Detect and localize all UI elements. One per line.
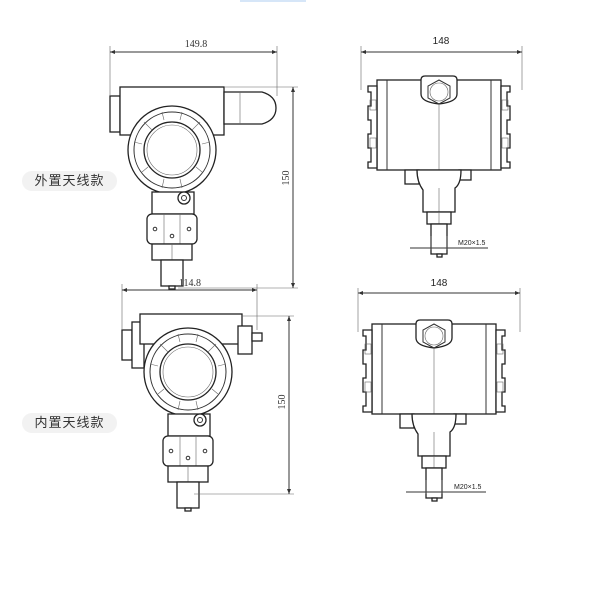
dim-text-width: 149.8 [185,39,208,50]
dim-text-side-width: 148 [433,36,450,47]
variant-label-external: 外置天线款 [22,171,117,191]
thread-spec: M20×1.5 [454,484,482,491]
dimension-width-external: 149.8 [109,39,278,96]
top-accent-bar [240,0,306,2]
front-view-external-antenna [109,86,277,290]
variant-label-internal: 内置天线款 [22,413,117,433]
front-view-internal-antenna [121,313,263,512]
stub [251,332,263,342]
dimension-width-internal: 114.8 [121,278,258,330]
dim-text-side-width: 148 [431,278,448,289]
dim-text-height: 150 [281,171,292,186]
side-view-internal: 148 M20×1.5 [357,278,521,502]
dim-text-height: 150 [277,395,288,410]
dimension-height-internal: 150 [194,315,294,495]
side-view-external: 148 M20×1.5 [360,36,523,258]
thread-spec: M20×1.5 [458,240,486,247]
antenna [223,91,277,125]
dim-text-width: 114.8 [179,278,201,289]
side-plug [109,95,121,133]
side-plug [121,329,133,361]
